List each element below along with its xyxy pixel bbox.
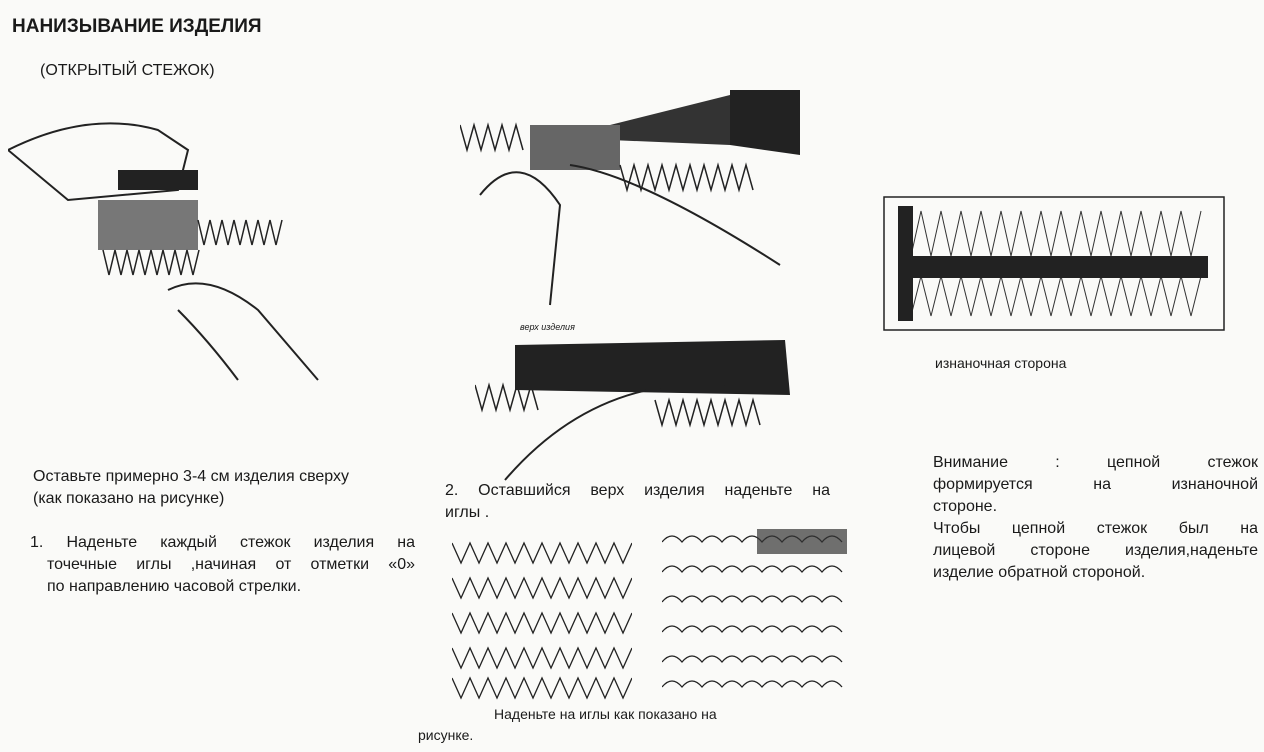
step-text: Наденьте каждый стежок изделия на: [66, 534, 415, 551]
illustration-top-on-needles: [475, 340, 790, 481]
page-subtitle: (ОТКРЫТЫЙ СТЕЖОК): [40, 62, 215, 79]
step-number: 1.: [30, 534, 44, 551]
illustration-purl-side: [883, 196, 1225, 331]
illustration-hands-threading: [8, 122, 319, 381]
note-line: стороне.: [933, 498, 998, 515]
note-line: Внимание : цепной стежок: [933, 454, 1258, 471]
note-line: изделие обратной стороной.: [933, 564, 1146, 581]
step-text: 2. Оставшийся верх изделия наденьте на: [445, 482, 830, 499]
illustration-hands-top: [460, 90, 800, 306]
illustration-purl-stitch: [662, 529, 847, 689]
note-line: формируется на изнаночной: [933, 476, 1258, 493]
caption-line: рисунке.: [418, 727, 474, 743]
intro-line: (как показано на рисунке): [33, 490, 225, 507]
step-2: 2. Оставшийся верх изделия наденьте на и…: [445, 480, 830, 524]
illustration-knit-stitch: [452, 541, 632, 700]
step-text: иглы .: [445, 504, 490, 521]
caption-line: Наденьте на иглы как показано на: [494, 706, 717, 722]
step-text: точечные иглы ,начиная от отметки «0»: [47, 556, 415, 573]
step-text: по направлению часовой стрелки.: [47, 578, 302, 595]
note-line: Чтобы цепной стежок был на: [933, 520, 1258, 537]
step-1: 1. Наденьте каждый стежок изделия на точ…: [30, 532, 415, 598]
intro-line: Оставьте примерно 3-4 см изделия сверху: [33, 468, 350, 485]
figure-caption-purl-side: изнаночная сторона: [935, 355, 1067, 371]
note-text: Внимание : цепной стежок формируется на …: [933, 452, 1258, 584]
intro-text: Оставьте примерно 3-4 см изделия сверху …: [33, 466, 413, 510]
figure-label-top: верх изделия: [520, 322, 575, 332]
page-title: НАНИЗЫВАНИЕ ИЗДЕЛИЯ: [12, 16, 262, 37]
note-line: лицевой стороне изделия,наденьте: [933, 542, 1258, 559]
